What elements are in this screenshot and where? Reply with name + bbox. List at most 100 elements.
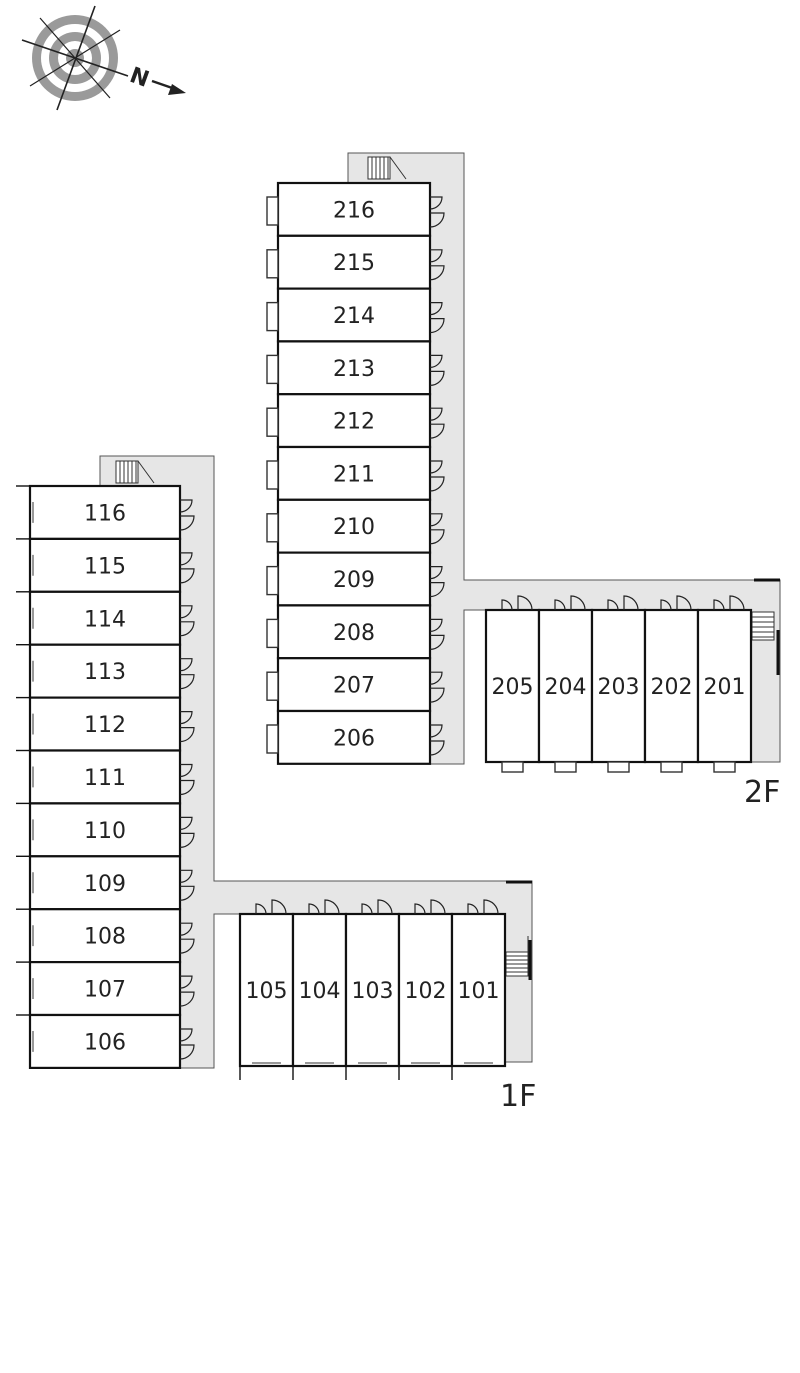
door-swing-icon: [429, 407, 445, 439]
unit-room: 213: [266, 340, 445, 396]
unit-room: 208: [266, 604, 445, 660]
door-swing-icon: [429, 196, 445, 228]
unit-room: 104: [291, 899, 348, 1080]
floor-label: 1F: [500, 1079, 536, 1114]
unit-number: 105: [246, 979, 288, 1004]
door-swing-icon: [361, 899, 393, 915]
balcony-icon: [554, 761, 577, 773]
balcony-icon: [398, 1062, 440, 1080]
unit-number: 216: [333, 198, 375, 223]
unit-number: 215: [333, 251, 375, 276]
unit-room: 216: [266, 181, 445, 237]
unit-number: 214: [333, 304, 375, 329]
balcony-icon: [16, 1014, 34, 1052]
door-swing-icon: [179, 658, 195, 690]
unit-number: 212: [333, 410, 375, 435]
unit-number: 202: [651, 675, 693, 700]
unit-number: 208: [333, 621, 375, 646]
unit-number: 211: [333, 462, 375, 487]
unit-number: 205: [492, 675, 534, 700]
door-swing-icon: [467, 899, 499, 915]
door-swing-icon: [255, 899, 287, 915]
balcony-icon: [713, 761, 736, 773]
unit-number: 108: [84, 925, 126, 950]
balcony-icon: [266, 354, 279, 385]
balcony-icon: [16, 591, 34, 629]
balcony-icon: [607, 761, 630, 773]
unit-room: 210: [266, 498, 445, 554]
unit-room: 115: [16, 537, 195, 593]
unit-number: 203: [598, 675, 640, 700]
door-swing-icon: [179, 499, 195, 531]
unit-number: 113: [84, 660, 126, 685]
balcony-icon: [266, 249, 279, 279]
door-swing-icon: [607, 595, 639, 611]
unit-column: 216 215 214 213 212 211 210 209 208 207 206: [266, 181, 445, 765]
door-swing-icon: [179, 711, 195, 743]
stairs-icon: [115, 460, 155, 484]
floor-label: 2F: [744, 775, 780, 810]
balcony-icon: [16, 696, 34, 735]
unit-room: 207: [266, 657, 445, 713]
door-swing-icon: [429, 671, 445, 703]
unit-number: 107: [84, 978, 126, 1003]
unit-room: 116: [16, 484, 195, 541]
balcony-icon: [266, 618, 279, 649]
door-swing-icon: [429, 724, 445, 756]
door-swing-icon: [429, 618, 445, 650]
unit-number: 104: [299, 979, 341, 1004]
unit-room: 202: [643, 595, 700, 773]
unit-room: 211: [266, 445, 445, 501]
unit-room: 109: [16, 855, 195, 911]
unit-number: 102: [405, 979, 447, 1004]
unit-number: 114: [84, 607, 126, 632]
unit-room: 205: [484, 595, 541, 773]
balcony-icon: [16, 961, 34, 999]
unit-number: 103: [352, 979, 394, 1004]
unit-room: 112: [16, 696, 195, 752]
door-swing-icon: [554, 595, 586, 611]
unit-number: 204: [545, 675, 587, 700]
balcony-icon: [239, 1062, 281, 1080]
door-swing-icon: [179, 975, 195, 1007]
unit-room: 204: [537, 595, 594, 773]
unit-room: 111: [16, 749, 195, 805]
stairs-icon: [367, 156, 407, 180]
stairs-icon: [505, 936, 529, 977]
balcony-icon: [451, 1062, 493, 1080]
unit-number: 112: [84, 713, 126, 738]
unit-number: 209: [333, 568, 375, 593]
unit-number: 210: [333, 515, 375, 540]
floor-2f: 216 215 214 213 212 211 210 209 208 207 206 205 204…: [266, 152, 781, 810]
balcony-icon: [266, 513, 279, 543]
door-swing-icon: [179, 922, 195, 954]
unit-room: 113: [16, 643, 195, 699]
unit-room: 214: [266, 287, 445, 343]
unit-room: 110: [16, 802, 195, 858]
balcony-icon: [266, 565, 279, 596]
compass-rose-icon: [21, 5, 129, 111]
door-swing-icon: [501, 595, 533, 611]
unit-room: 107: [16, 960, 195, 1017]
door-swing-icon: [179, 552, 195, 584]
unit-number: 207: [333, 674, 375, 699]
unit-room: 209: [266, 551, 445, 607]
unit-room: 102: [397, 899, 454, 1080]
unit-number: 109: [84, 872, 126, 897]
balcony-icon: [266, 196, 279, 226]
door-swing-icon: [179, 763, 195, 796]
balcony-icon: [16, 749, 34, 788]
balcony-icon: [660, 761, 683, 773]
door-swing-icon: [179, 1028, 195, 1060]
door-swing-icon: [429, 302, 445, 334]
balcony-icon: [16, 908, 34, 947]
unit-number: 106: [84, 1030, 126, 1055]
unit-number: 206: [333, 726, 375, 751]
balcony-icon: [16, 855, 34, 894]
unit-room: 201: [696, 595, 753, 773]
door-swing-icon: [429, 513, 445, 545]
door-swing-icon: [429, 249, 445, 281]
